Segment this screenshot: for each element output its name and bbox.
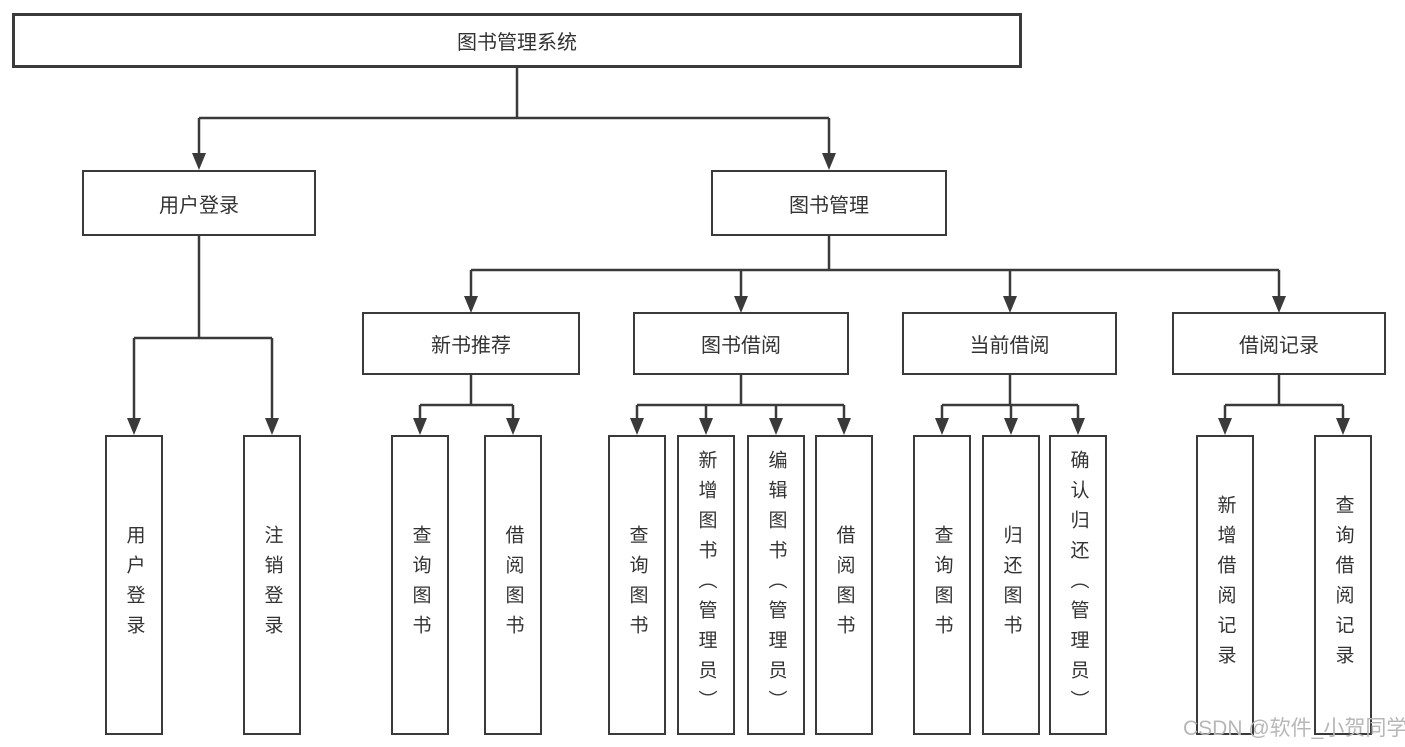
node-root-system: 图书管理系统 — [12, 13, 1022, 68]
leaf-add-borrow-record: 新增借阅记录 — [1196, 435, 1254, 735]
arrowhead — [769, 418, 783, 435]
leaf-label: 确认归还（管理员） — [1067, 450, 1089, 720]
leaf-query-borrow-record: 查询借阅记录 — [1314, 435, 1372, 735]
arrowhead — [935, 418, 949, 435]
arrowhead — [464, 296, 478, 313]
leaf-label: 用户登录 — [123, 525, 145, 645]
leaf-label: 查询图书 — [626, 525, 648, 645]
leaf-label: 注销登录 — [261, 525, 283, 645]
arrowhead — [1272, 296, 1286, 313]
leaf-query-books-borrow: 查询图书 — [608, 435, 666, 735]
leaf-borrow-books-recommend: 借阅图书 — [484, 435, 542, 735]
leaf-label: 查询借阅记录 — [1332, 495, 1354, 675]
node-label: 图书管理 — [789, 194, 869, 217]
node-label: 图书管理系统 — [457, 32, 577, 54]
arrowhead — [1071, 418, 1085, 435]
arrowhead — [1003, 296, 1017, 313]
arrowhead — [413, 418, 427, 435]
leaf-label: 编辑图书（管理员） — [765, 450, 787, 720]
connector-path — [132, 68, 1345, 418]
node-label: 图书借阅 — [701, 335, 781, 357]
leaf-add-books-admin: 新增图书（管理员） — [677, 435, 735, 735]
leaf-label: 借阅图书 — [502, 525, 524, 645]
arrowhead — [506, 418, 520, 435]
node-label: 用户登录 — [159, 194, 239, 217]
arrowhead — [630, 418, 644, 435]
arrowhead — [127, 418, 141, 435]
leaf-user-login: 用户登录 — [105, 435, 163, 735]
leaf-edit-books-admin: 编辑图书（管理员） — [747, 435, 805, 735]
node-new-book-recommend: 新书推荐 — [362, 312, 580, 375]
node-current-borrow: 当前借阅 — [902, 312, 1117, 375]
node-user-login: 用户登录 — [82, 170, 316, 236]
node-label: 新书推荐 — [431, 335, 511, 357]
node-book-borrow: 图书借阅 — [633, 312, 849, 375]
node-label: 当前借阅 — [969, 335, 1050, 357]
node-borrow-records: 借阅记录 — [1172, 312, 1386, 375]
arrowhead — [1004, 418, 1018, 435]
leaf-label: 借阅图书 — [833, 525, 855, 645]
arrowhead — [265, 418, 279, 435]
arrowhead — [734, 296, 748, 313]
leaf-label: 归还图书 — [1000, 525, 1022, 645]
leaf-label: 新增图书（管理员） — [695, 450, 717, 720]
leaf-label: 新增借阅记录 — [1214, 495, 1236, 675]
leaf-query-books-recommend: 查询图书 — [391, 435, 449, 735]
arrowhead — [192, 153, 206, 170]
leaf-label: 查询图书 — [409, 525, 431, 645]
arrowhead — [1218, 418, 1232, 435]
leaf-borrow-books: 借阅图书 — [815, 435, 873, 735]
leaf-return-books: 归还图书 — [982, 435, 1040, 735]
csdn-watermark: CSDN @软件_小贺同学 — [1183, 717, 1405, 740]
arrowhead — [1336, 418, 1350, 435]
leaf-query-books-current: 查询图书 — [913, 435, 971, 735]
leaf-logout: 注销登录 — [243, 435, 301, 735]
leaf-label: 查询图书 — [931, 525, 953, 645]
leaf-confirm-return-admin: 确认归还（管理员） — [1049, 435, 1107, 735]
arrowhead — [699, 418, 713, 435]
arrowhead — [837, 418, 851, 435]
node-label: 借阅记录 — [1239, 335, 1319, 357]
node-book-management: 图书管理 — [711, 170, 947, 236]
arrowhead — [822, 153, 836, 170]
